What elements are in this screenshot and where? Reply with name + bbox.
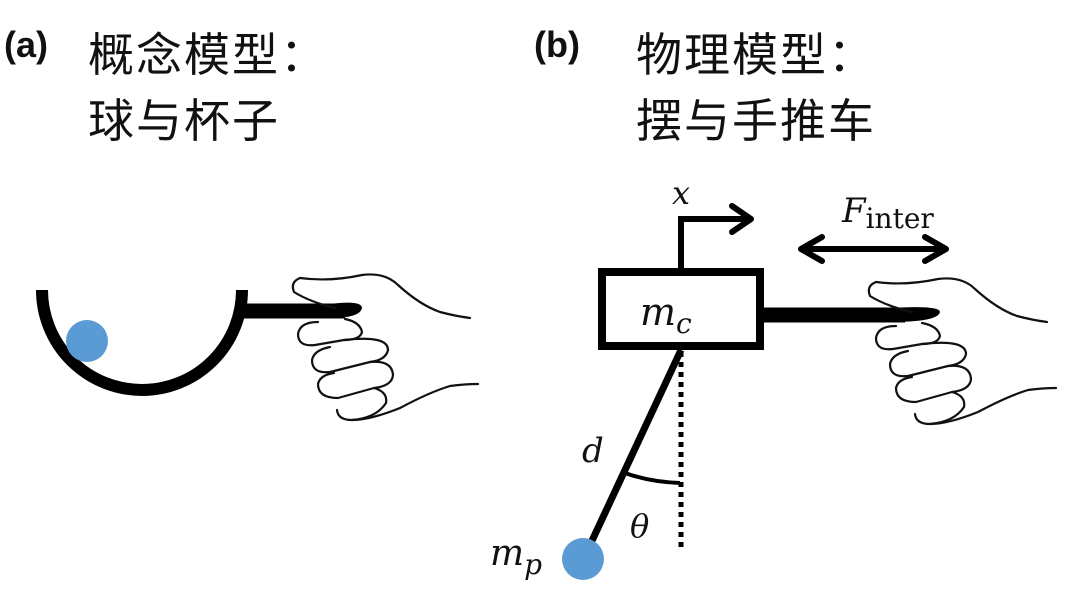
- force-symbol: F: [841, 191, 867, 231]
- cart: [598, 268, 764, 350]
- hand-a: [291, 273, 480, 422]
- pendulum-mass-subscript: p: [524, 548, 542, 581]
- x-label: x: [672, 174, 690, 212]
- angle-label: θ: [630, 507, 649, 545]
- cart-mass-symbol: m: [640, 290, 676, 334]
- panel-b-title-line1: 物理模型：: [636, 28, 876, 82]
- panel-a-label: (a): [4, 24, 48, 65]
- panel-a-title-line2: 球与杯子: [88, 94, 280, 148]
- panel-a-title-line1: 概念模型：: [88, 28, 328, 82]
- cup-handle-tip: [330, 302, 362, 318]
- hand-b: [867, 277, 1058, 426]
- panel-b-title-line2: 摆与手推车: [636, 94, 876, 148]
- length-label: d: [582, 431, 604, 471]
- panel-b-label: (b): [534, 24, 580, 65]
- cart-mass-label: mc: [640, 290, 692, 340]
- pendulum-rod: [586, 348, 685, 547]
- force-label: Finter: [841, 191, 934, 235]
- pendulum-mass-symbol: m: [490, 533, 524, 574]
- cart-handle-tip: [890, 307, 940, 322]
- cup: [36, 289, 248, 396]
- pendulum-mass-label: mp: [490, 533, 542, 581]
- pendulum-bob: [562, 538, 604, 580]
- angle-arc: [624, 471, 681, 485]
- cart-mass-subscript: c: [676, 307, 692, 340]
- ball: [66, 320, 108, 362]
- x-axis-arrow: [678, 203, 754, 268]
- force-subscript: inter: [866, 202, 935, 235]
- force-arrow: [798, 234, 949, 264]
